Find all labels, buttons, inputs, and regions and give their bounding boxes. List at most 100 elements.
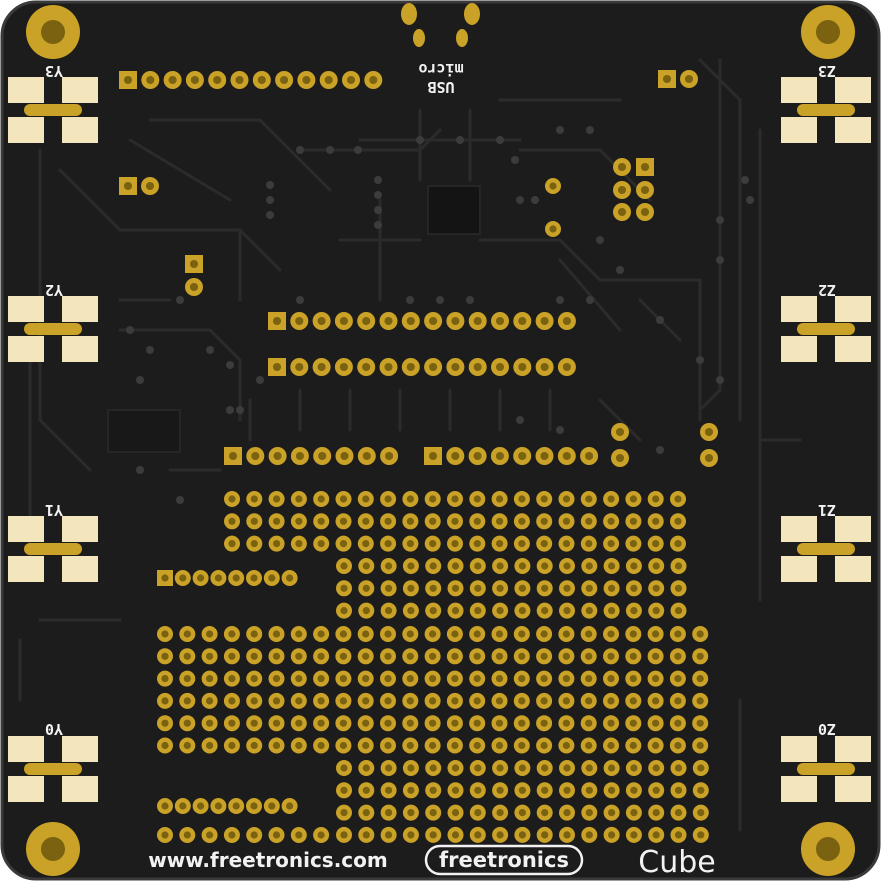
pin-hole	[451, 786, 460, 794]
pin-hole	[384, 362, 393, 372]
pin-hole	[585, 451, 594, 461]
pin-hole	[183, 831, 191, 839]
pin-hole	[518, 719, 526, 727]
pin-hole	[317, 316, 326, 326]
pin-hole	[429, 675, 437, 683]
pin-hole	[206, 697, 214, 705]
pin-hole	[206, 741, 214, 750]
pin-hole	[652, 697, 660, 705]
pad-square	[781, 77, 817, 103]
via	[556, 126, 564, 134]
pad-square	[835, 736, 871, 762]
pin-hole	[317, 540, 325, 548]
pin-hole	[674, 831, 683, 839]
pin-hole	[617, 185, 627, 195]
pin-hole	[339, 362, 348, 372]
pin-hole	[232, 802, 240, 810]
pin-hole	[562, 697, 571, 705]
pin-hole	[161, 630, 169, 638]
pin-hole	[145, 181, 155, 191]
pin-hole	[429, 741, 437, 750]
pin-hole	[474, 562, 482, 570]
pin-hole	[295, 362, 304, 372]
pin-hole	[540, 362, 549, 372]
pin-hole	[197, 574, 205, 582]
pin-hole	[562, 652, 571, 660]
via	[716, 376, 724, 384]
edge-pad-group	[8, 736, 98, 802]
pin-hole	[161, 652, 169, 660]
pin-hole	[272, 697, 281, 705]
pin-hole	[168, 75, 177, 85]
trace	[478, 238, 602, 282]
usb-controller-chip	[107, 409, 181, 453]
pin-hole	[451, 362, 460, 372]
pin-hole	[429, 764, 437, 772]
pad-square	[835, 77, 871, 103]
pin-hole	[429, 540, 437, 548]
via	[256, 376, 264, 384]
pin-hole	[362, 786, 370, 794]
pin-hole	[228, 741, 236, 750]
via	[236, 406, 244, 414]
pin-hole	[518, 540, 526, 548]
pin-hole	[406, 316, 415, 326]
pin-hole	[629, 741, 637, 750]
pin-hole	[674, 697, 682, 705]
pin-hole	[674, 607, 683, 615]
pin-hole	[608, 809, 616, 817]
pin-hole	[161, 697, 169, 705]
trace	[558, 258, 622, 332]
pin-hole	[429, 562, 437, 570]
pin-hole	[540, 517, 548, 525]
pin-hole	[607, 697, 615, 705]
pad-square	[8, 776, 44, 802]
via	[696, 356, 704, 364]
pin-hole	[161, 802, 169, 810]
pin-hole	[473, 517, 481, 525]
via	[176, 496, 184, 504]
pin-hole	[295, 451, 304, 461]
model-text: Cube	[638, 845, 715, 880]
pin-hole	[563, 831, 571, 839]
pin-hole	[250, 540, 258, 548]
pin-hole	[362, 517, 370, 525]
pin-hole	[406, 630, 414, 638]
pin-hole	[317, 630, 325, 638]
pin-hole	[272, 719, 281, 727]
pad-bar	[24, 323, 82, 335]
pin-hole	[384, 540, 392, 548]
pin-hole	[652, 652, 660, 660]
pin-hole	[451, 719, 459, 727]
pin-hole	[696, 652, 704, 660]
pin-hole	[518, 786, 527, 794]
pin-hole	[585, 764, 593, 772]
pin-hole	[250, 741, 258, 750]
pad-square	[781, 776, 817, 802]
pin-hole	[228, 831, 236, 839]
pin-hole	[652, 675, 660, 683]
pin-hole	[540, 741, 548, 750]
pin-hole	[317, 652, 325, 660]
pin-hole	[652, 809, 660, 817]
url-text: www.freetronics.com	[148, 848, 388, 872]
pin-hole	[585, 607, 593, 615]
pin-hole	[562, 517, 571, 525]
pin-hole	[495, 675, 504, 683]
pin-hole	[339, 741, 347, 750]
via	[406, 296, 414, 304]
pin-hole	[190, 75, 199, 85]
pin-hole	[451, 584, 460, 592]
via	[136, 466, 144, 474]
pin-hole	[295, 831, 303, 839]
pin-hole	[302, 75, 311, 85]
mounting-hole	[41, 837, 65, 861]
pin-hole	[451, 675, 459, 683]
pin-hole	[652, 540, 660, 548]
pad-square	[62, 556, 98, 582]
pin-hole	[496, 809, 504, 817]
pin-hole	[541, 562, 549, 570]
pin-hole	[451, 764, 460, 772]
pin-hole	[451, 741, 459, 750]
pin-hole	[384, 675, 392, 683]
